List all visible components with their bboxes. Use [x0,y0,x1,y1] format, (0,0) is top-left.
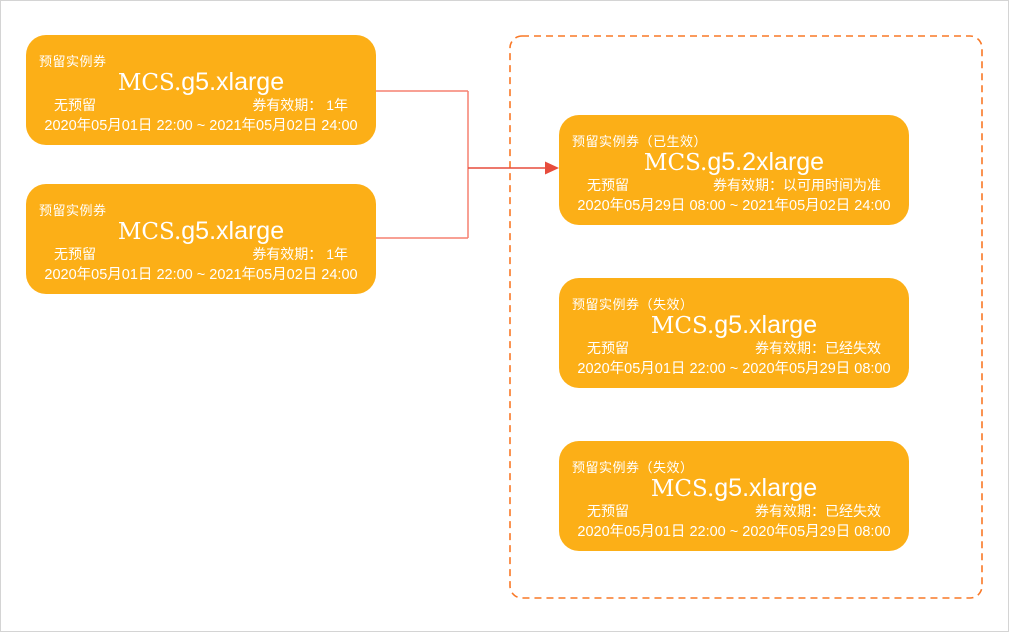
validity-status: 券有效期： 1年 [252,97,348,113]
validity-status: 券有效期：已经失效 [755,503,881,519]
coupon-card-result-expired-2: 预留实例券（失效） MCS.g5.xlarge 无预留 券有效期：已经失效 20… [559,441,909,551]
group-box-dashed-border [509,35,983,599]
coupon-card-source-1: 预留实例券 MCS.g5.xlarge 无预留 券有效期： 1年 2020年05… [26,35,376,145]
coupon-type-label: 预留实例券（失效） [572,460,694,475]
arrow-head-icon [545,161,559,175]
coupon-info-row: 无预留 券有效期： 1年 [54,247,348,262]
instance-type-title: MCS.g5.xlarge [559,312,909,340]
instance-type-rest: g5.xlarge [181,217,285,245]
instance-type-title: MCS.g5.xlarge [559,475,909,503]
coupon-info-row: 无预留 券有效期： 1年 [54,98,348,113]
coupon-type-label: 预留实例券 [39,203,107,218]
instance-type-rest: g5.2xlarge [707,148,825,176]
instance-type-title: MCS.g5.xlarge [26,218,376,246]
reservation-status: 无预留 [54,97,96,113]
validity-status: 券有效期：已经失效 [755,340,881,356]
instance-type-rest: g5.xlarge [181,68,285,96]
coupon-date-range: 2020年05月29日 08:00 ~ 2021年05月02日 24:00 [577,198,891,214]
instance-type-prefix: MCS. [117,219,182,245]
reservation-status: 无预留 [587,340,629,356]
instance-type-prefix: MCS. [650,313,715,339]
coupon-type-label: 预留实例券 [39,54,107,69]
coupon-date-range: 2020年05月01日 22:00 ~ 2020年05月29日 08:00 [577,524,891,540]
instance-type-prefix: MCS. [643,150,708,176]
instance-type-title: MCS.g5.2xlarge [559,149,909,177]
validity-status: 券有效期：以可用时间为准 [713,177,881,193]
instance-type-title: MCS.g5.xlarge [26,69,376,97]
coupon-card-result-expired-1: 预留实例券（失效） MCS.g5.xlarge 无预留 券有效期：已经失效 20… [559,278,909,388]
coupon-info-row: 无预留 券有效期：已经失效 [587,341,881,356]
reservation-status: 无预留 [587,177,629,193]
coupon-info-row: 无预留 券有效期：已经失效 [587,504,881,519]
instance-type-rest: g5.xlarge [714,474,818,502]
instance-type-prefix: MCS. [117,70,182,96]
coupon-card-result-active: 预留实例券（已生效） MCS.g5.2xlarge 无预留 券有效期：以可用时间… [559,115,909,225]
instance-type-prefix: MCS. [650,476,715,502]
instance-type-rest: g5.xlarge [714,311,818,339]
coupon-date-range: 2020年05月01日 22:00 ~ 2021年05月02日 24:00 [44,267,358,283]
bracket-connector-line [376,90,469,239]
coupon-date-range: 2020年05月01日 22:00 ~ 2021年05月02日 24:00 [44,118,358,134]
reservation-status: 无预留 [54,246,96,262]
coupon-info-row: 无预留 券有效期：以可用时间为准 [587,178,881,193]
reservation-status: 无预留 [587,503,629,519]
coupon-type-label: 预留实例券（已生效） [572,134,708,149]
coupon-date-range: 2020年05月01日 22:00 ~ 2020年05月29日 08:00 [577,361,891,377]
validity-status: 券有效期： 1年 [252,246,348,262]
coupon-type-label: 预留实例券（失效） [572,297,694,312]
coupon-card-source-2: 预留实例券 MCS.g5.xlarge 无预留 券有效期： 1年 2020年05… [26,184,376,294]
